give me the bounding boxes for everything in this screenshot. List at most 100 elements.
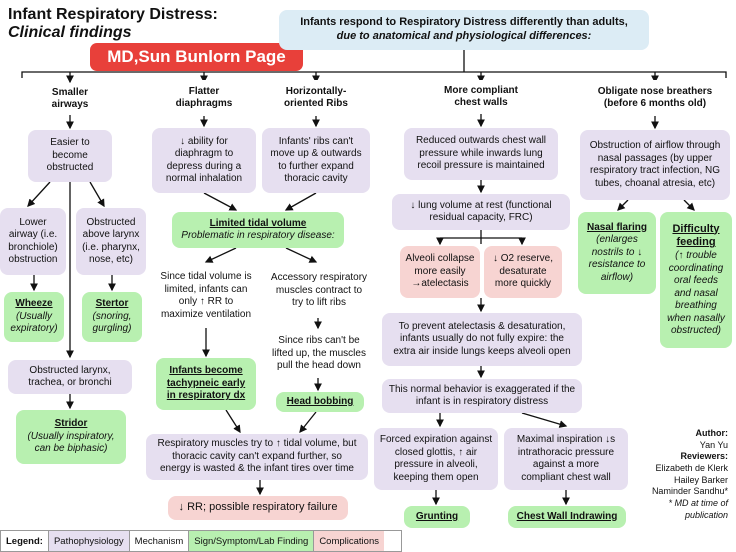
header-line: chest walls	[454, 97, 508, 108]
text-line: compliant chest wall	[521, 471, 611, 483]
note-line: * MD at time of	[668, 498, 728, 509]
watermark-badge: MD,Sun Bunlorn Page	[90, 43, 303, 71]
text-line: thoracic cavity can't expand further, so	[172, 450, 342, 462]
header-line: Obligate nose breathers	[597, 85, 713, 97]
above-larynx-box: Obstructed above larynx (i.e. pharynx, n…	[76, 208, 146, 275]
text-line: ↓ O2 reserve,	[492, 253, 554, 265]
wheeze-box: Wheeze (Usually expiratory)	[4, 292, 64, 342]
indrawing-label: Chest Wall Indrawing	[516, 510, 618, 522]
stertor-title: Stertor	[95, 298, 129, 310]
text-line: try to lift ribs	[292, 297, 346, 309]
text-line: Forced expiration against	[379, 434, 493, 445]
text-line: expiratory)	[10, 323, 58, 335]
difficulty-feeding-box: Difficulty feeding (↑ trouble coordinati…	[660, 212, 732, 348]
legend-sign: Sign/Symptom/Lab Finding	[188, 531, 314, 551]
reviewer: Elizabeth de Klerk	[655, 463, 728, 474]
text-line: This normal behavior is exaggerated if t…	[388, 383, 576, 395]
text-line: Easier to	[50, 137, 90, 149]
text-line: pressure in alveoli,	[394, 459, 478, 470]
title-line-1: Infant Respiratory Distress:	[8, 6, 218, 23]
text-line: limited, infants can	[164, 283, 248, 295]
text-line: Infants become	[169, 365, 243, 377]
text-line: (enlarges	[596, 234, 638, 246]
text-line: and nasal	[674, 287, 718, 299]
wheeze-title: Wheeze	[15, 298, 53, 310]
exaggerated-box: This normal behavior is exaggerated if t…	[382, 379, 582, 413]
text-line: intrathoracic pressure	[517, 446, 615, 458]
text-line: pressure while inwards lung	[419, 147, 543, 159]
o2-reserve-box: ↓ O2 reserve, desaturate more quickly	[484, 246, 562, 298]
text-line: closed glottis, ↑ air	[394, 446, 478, 458]
text-line: To prevent atelectasis & desaturation,	[398, 320, 566, 332]
text-line: Obstruction of airflow through	[589, 140, 721, 151]
text-line: airway (i.e.	[8, 229, 58, 240]
failure-label: ↓ RR; possible respiratory failure	[178, 501, 338, 514]
legend: Legend: Pathophysiology Mechanism Sign/S…	[0, 530, 402, 552]
text-line: when nasally	[667, 312, 725, 324]
diaphragm-header: Flatter diaphragms	[162, 80, 246, 116]
text-line: Lower	[19, 216, 47, 228]
tidal-sub: Problematic in respiratory disease:	[181, 230, 335, 241]
note-line: publication	[684, 509, 728, 520]
text-line: →atelectasis	[411, 278, 469, 290]
header-line: diaphragms	[175, 98, 233, 109]
reviewer: Naminder Sandhu*	[651, 486, 728, 497]
text-line: Respiratory muscles try to ↑ tidal volum…	[157, 438, 357, 450]
chest-header: More compliant chest walls	[433, 80, 529, 114]
maximal-inspiration-box: Maximal inspiration ↓s intrathoracic pre…	[504, 428, 628, 490]
page-title: Infant Respiratory Distress: Clinical fi…	[8, 6, 218, 42]
text-line: nasal passages (by upper	[597, 152, 713, 164]
text-line: obstructed)	[670, 325, 722, 336]
easier-obstructed-box: Easier to become obstructed	[28, 130, 112, 182]
text-line: can be biphasic)	[34, 443, 108, 455]
diaphragm-detail: ↓ ability for diaphragm to depress durin…	[152, 128, 256, 193]
intro-box: Infants respond to Respiratory Distress …	[279, 10, 649, 50]
text-line: maximize ventilation	[160, 308, 252, 320]
tidal-right-box: Accessory respiratory muscles contract t…	[264, 264, 374, 318]
text-line: obstruction	[8, 254, 58, 265]
text-line: Accessory respiratory	[270, 272, 368, 284]
tire-box: Respiratory muscles try to ↑ tidal volum…	[146, 434, 368, 480]
text-line: against a more	[532, 459, 600, 470]
text-line: (snoring,	[92, 310, 132, 322]
legend-complications: Complications	[313, 531, 384, 551]
credits: Author: Yan Yu Reviewers: Elizabeth de K…	[636, 428, 728, 522]
text-line: muscles contract to	[275, 284, 363, 296]
text-line: recoil pressure is maintained	[417, 160, 545, 172]
text-line: lifted up, the muscles	[272, 347, 366, 359]
stridor-box: Stridor (Usually inspiratory, can be bip…	[16, 410, 126, 464]
text-line: move up & outwards	[270, 148, 362, 159]
stertor-box: Stertor (snoring, gurgling)	[82, 292, 142, 342]
text-line: trachea, or bronchi	[28, 377, 112, 388]
text-line: respiratory tract infection, NG	[589, 165, 721, 176]
text-line: Reduced outwards chest wall	[415, 135, 547, 147]
text-line: pull the head down	[277, 360, 361, 372]
author-label: Author:	[695, 428, 729, 438]
text-line: obstructed	[46, 162, 94, 174]
text-line: above larynx	[82, 229, 140, 240]
grunting-label: Grunting	[415, 510, 459, 522]
text-line: Obstructed larynx,	[29, 364, 111, 376]
title-line-2: Clinical findings	[8, 24, 132, 41]
nasal-obstruction-box: Obstruction of airflow through nasal pas…	[580, 130, 730, 200]
text-line: feeding	[676, 236, 716, 249]
legend-mechanism: Mechanism	[128, 531, 189, 551]
header-line: More compliant	[444, 84, 518, 96]
text-line: more quickly	[494, 278, 552, 290]
header-line: Flatter	[188, 85, 220, 97]
reviewer: Hailey Barker	[673, 474, 728, 485]
text-line: infant is in respiratory distress	[415, 396, 549, 407]
legend-pathophysiology: Pathophysiology	[47, 531, 129, 551]
text-line: Since tidal volume is	[160, 271, 252, 282]
nose-header: Obligate nose breathers (before 6 months…	[583, 80, 727, 116]
text-line: resistance to	[588, 259, 646, 271]
text-line: residual capacity, FRC)	[429, 212, 533, 223]
header-line: (before 6 months old)	[603, 98, 707, 109]
text-line: become	[52, 149, 88, 161]
text-line: Difficulty	[672, 222, 720, 235]
ribs-header: Horizontally- oriented Ribs	[273, 80, 359, 116]
indrawing-box: Chest Wall Indrawing	[508, 506, 626, 528]
text-line: airflow)	[600, 271, 634, 283]
text-line: tubes, choanal atresia, etc)	[594, 177, 716, 189]
text-line: (Usually inspiratory,	[27, 430, 115, 442]
